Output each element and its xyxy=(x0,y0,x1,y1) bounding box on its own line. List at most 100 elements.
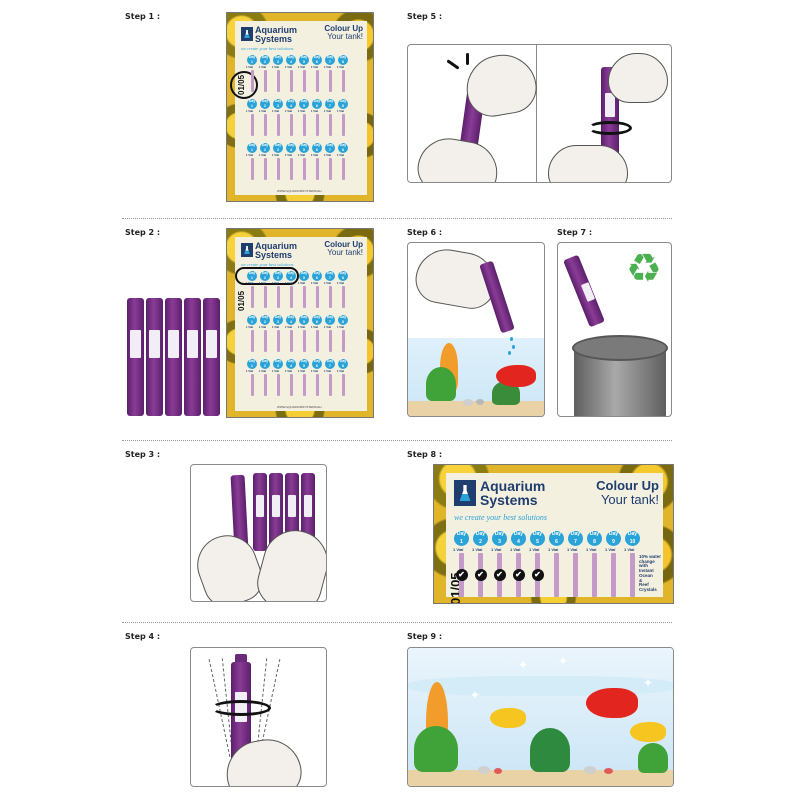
vial-slot xyxy=(263,69,267,92)
day-word: Day xyxy=(313,99,321,103)
vial-label-text: 1 Vial xyxy=(311,66,319,69)
vial-label-text: 1 Vial xyxy=(311,154,319,157)
vial-label-text: 1 Vial xyxy=(298,110,306,113)
day-word: Day xyxy=(475,531,486,537)
red-fish-illustration xyxy=(586,688,638,718)
check-icon: ✔ xyxy=(531,569,544,581)
day-number: 4 xyxy=(517,538,520,545)
vial-label-text: 1 Vial xyxy=(285,370,293,373)
vial-slot xyxy=(315,373,319,396)
vial-slot xyxy=(276,157,280,180)
day-number: 2 xyxy=(264,364,266,368)
vial-label-text: 1 Vial xyxy=(272,282,280,285)
step7-panel: ♻ xyxy=(557,242,672,417)
vial-slot xyxy=(341,69,345,92)
vial-slot xyxy=(328,373,332,396)
flask-logo-icon xyxy=(241,243,253,257)
step3-panel xyxy=(190,464,327,602)
day-number: 6 xyxy=(555,538,558,545)
day-number: 6 xyxy=(316,148,318,152)
day-number: 2 xyxy=(264,60,266,64)
day-word: Day xyxy=(261,55,269,59)
vial-slot xyxy=(630,553,635,597)
vial-slot xyxy=(341,285,345,308)
day-word: Day xyxy=(300,55,308,59)
day-word: Day xyxy=(313,55,321,59)
vial-label-text: 1 Vial xyxy=(324,326,332,329)
brand-tagline: we create your best solutions xyxy=(241,262,294,267)
vial-label-text: 1 Vial xyxy=(453,547,464,552)
day-word: Day xyxy=(248,99,256,103)
day-word: Day xyxy=(313,359,321,363)
day-number: 8 xyxy=(342,104,344,108)
vial-slot xyxy=(250,69,254,92)
day-word: Day xyxy=(551,531,562,537)
vial-label-text: 1 Vial xyxy=(548,547,559,552)
day-number: 8 xyxy=(342,148,344,152)
website-url: WWW.AQUARIUMSYSTEMS.EU xyxy=(277,189,322,193)
day-number: 2 xyxy=(264,148,266,152)
vial-slot xyxy=(302,157,306,180)
day-word: Day xyxy=(313,143,321,147)
vial-slot xyxy=(341,373,345,396)
vial-label-text: 1 Vial xyxy=(510,547,521,552)
vial-label-text: 1 Vial xyxy=(298,282,306,285)
day-word: Day xyxy=(274,55,282,59)
vial-label-text: 1 Vial xyxy=(259,326,267,329)
day-word: Day xyxy=(627,531,638,537)
highlight-oval xyxy=(235,267,299,285)
day-word: Day xyxy=(513,531,524,537)
day-word: Day xyxy=(261,143,269,147)
vial-label-text: 1 Vial xyxy=(246,110,254,113)
vial-label-text: 1 Vial xyxy=(246,282,254,285)
vial-label-text: 1 Vial xyxy=(272,154,280,157)
plant-illustration xyxy=(414,726,458,772)
section-divider xyxy=(122,218,672,219)
vial-label-text: 1 Vial xyxy=(285,154,293,157)
vial-label-text: 1 Vial xyxy=(285,282,293,285)
section-divider xyxy=(122,622,672,623)
day-word: Day xyxy=(287,359,295,363)
vial-slot xyxy=(341,329,345,352)
vial-label-text: 1 Vial xyxy=(311,110,319,113)
day-number: 8 xyxy=(342,276,344,280)
step4-panel xyxy=(190,647,327,787)
check-icon: ✔ xyxy=(474,569,487,581)
vial-label-text: 1 Vial xyxy=(311,370,319,373)
vial-slot xyxy=(289,69,293,92)
brand-tagline: we create your best solutions xyxy=(454,513,548,522)
vial-slot xyxy=(250,373,254,396)
flask-logo-icon xyxy=(454,480,476,506)
flask-logo-icon xyxy=(241,27,253,41)
plant-illustration xyxy=(426,367,456,401)
day-word: Day xyxy=(248,55,256,59)
day-number: 1 xyxy=(251,276,253,280)
day-number: 7 xyxy=(329,148,331,152)
day-word: Day xyxy=(261,99,269,103)
day-word: Day xyxy=(300,359,308,363)
day-word: Day xyxy=(274,271,282,275)
vial-label-text: 1 Vial xyxy=(324,282,332,285)
day-word: Day xyxy=(261,315,269,319)
section-divider xyxy=(122,440,672,441)
vial-slot xyxy=(289,285,293,308)
